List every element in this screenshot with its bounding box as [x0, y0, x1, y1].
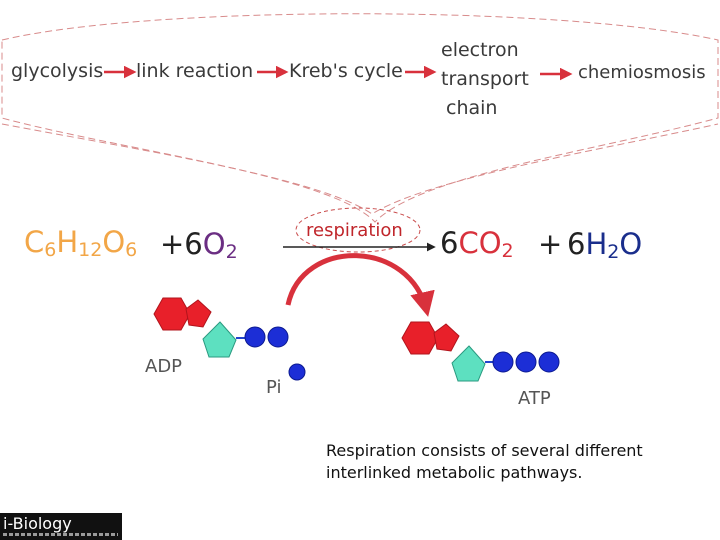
atp-molecule [401, 321, 560, 382]
step-chemiosmosis: chemiosmosis [578, 62, 706, 83]
glucose-o-subscript: 6 [125, 239, 138, 261]
caption-text: Respiration consists of several differen… [326, 441, 643, 482]
step-electron-transport-chain: electron transport chain [441, 36, 529, 123]
pathway-lens-outline [1, 13, 719, 223]
co2-co: CO [458, 226, 502, 260]
atp-phosphate-2 [515, 351, 537, 373]
pathway-lens-lower-edge [1, 123, 719, 215]
adp-adenine-ring-2 [185, 299, 212, 328]
adp-ribose-pentagon [202, 321, 237, 358]
step-glycolysis: glycolysis [11, 60, 104, 82]
water-o: O [619, 227, 643, 261]
atp-label: ATP [518, 388, 551, 409]
water-h: H [585, 227, 608, 261]
co2-coefficient: 6 [440, 226, 459, 260]
pi-label: Pi [266, 377, 282, 398]
respiration-highlight-ellipse [295, 207, 421, 253]
oxygen-formula: +6O2 [160, 230, 238, 262]
atp-phosphate-3 [538, 351, 560, 373]
i-biology-logo: i-Biology [0, 513, 122, 540]
adp-adenine-hexagon-1 [153, 297, 191, 331]
water-coefficient: 6 [567, 227, 586, 261]
carbon-dioxide-formula: 6CO2 [440, 229, 514, 261]
phosphorylation-arrow [285, 253, 435, 317]
oxygen-o: O [202, 227, 226, 261]
etc-line-2: transport [441, 68, 529, 90]
atp-phosphate-1 [492, 351, 514, 373]
adp-molecule [153, 297, 289, 358]
glucose-h: H [56, 225, 79, 259]
atp-adenine-ring-2 [433, 323, 460, 352]
oxygen-subscript: 2 [225, 241, 238, 263]
glucose-h-subscript: 12 [78, 239, 103, 261]
etc-line-3: chain [446, 97, 498, 119]
water-subscript: 2 [607, 241, 620, 263]
water-formula: 6H2O [567, 230, 642, 262]
glucose-c: C [24, 225, 45, 259]
atp-ribose-pentagon [451, 345, 486, 382]
glucose-c-subscript: 6 [44, 239, 57, 261]
logo-text: i-Biology [3, 514, 72, 533]
glucose-formula: C6H12O6 [24, 228, 137, 260]
adp-phosphate-2 [267, 326, 289, 348]
logo-tagline-strip [3, 533, 118, 536]
etc-line-1: electron [441, 39, 519, 61]
adp-phosphate-1 [244, 326, 266, 348]
step-link-reaction: link reaction [136, 60, 254, 82]
glucose-o: O [102, 225, 126, 259]
respiration-label: respiration [306, 220, 403, 241]
plus-sign: + [538, 227, 563, 261]
adp-label: ADP [145, 356, 183, 377]
step-krebs-cycle: Kreb's cycle [289, 60, 403, 82]
co2-subscript: 2 [501, 240, 514, 262]
oxygen-coefficient: +6 [160, 227, 203, 261]
atp-adenine-hexagon-1 [401, 321, 439, 355]
pi-phosphate [288, 363, 306, 381]
